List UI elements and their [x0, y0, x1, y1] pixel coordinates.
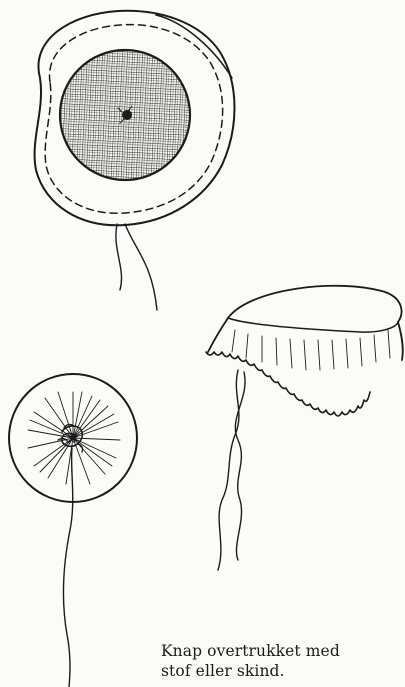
thread-twist-a — [218, 370, 239, 570]
fabric-circle-with-button-mold — [35, 11, 235, 310]
cover-top-rim — [228, 286, 402, 322]
gather-pleats — [232, 330, 390, 370]
radial-stitches — [28, 392, 120, 484]
thread-strand-a — [116, 224, 122, 290]
illustration-caption: Knap overtrukket med stof eller skind. — [161, 641, 340, 681]
button-center-hole — [122, 110, 132, 120]
thread-strand-b — [125, 224, 157, 310]
thread-twist-b — [235, 372, 245, 560]
finished-covered-button-back — [9, 374, 137, 687]
dangling-thread — [64, 448, 73, 687]
cover-front-edge — [228, 318, 398, 332]
caption-line-2: stof eller skind. — [161, 661, 340, 681]
cover-body — [208, 318, 403, 360]
ruffled-edge — [206, 352, 370, 416]
caption-line-1: Knap overtrukket med — [161, 641, 340, 661]
gathered-fabric-cover — [206, 286, 403, 570]
